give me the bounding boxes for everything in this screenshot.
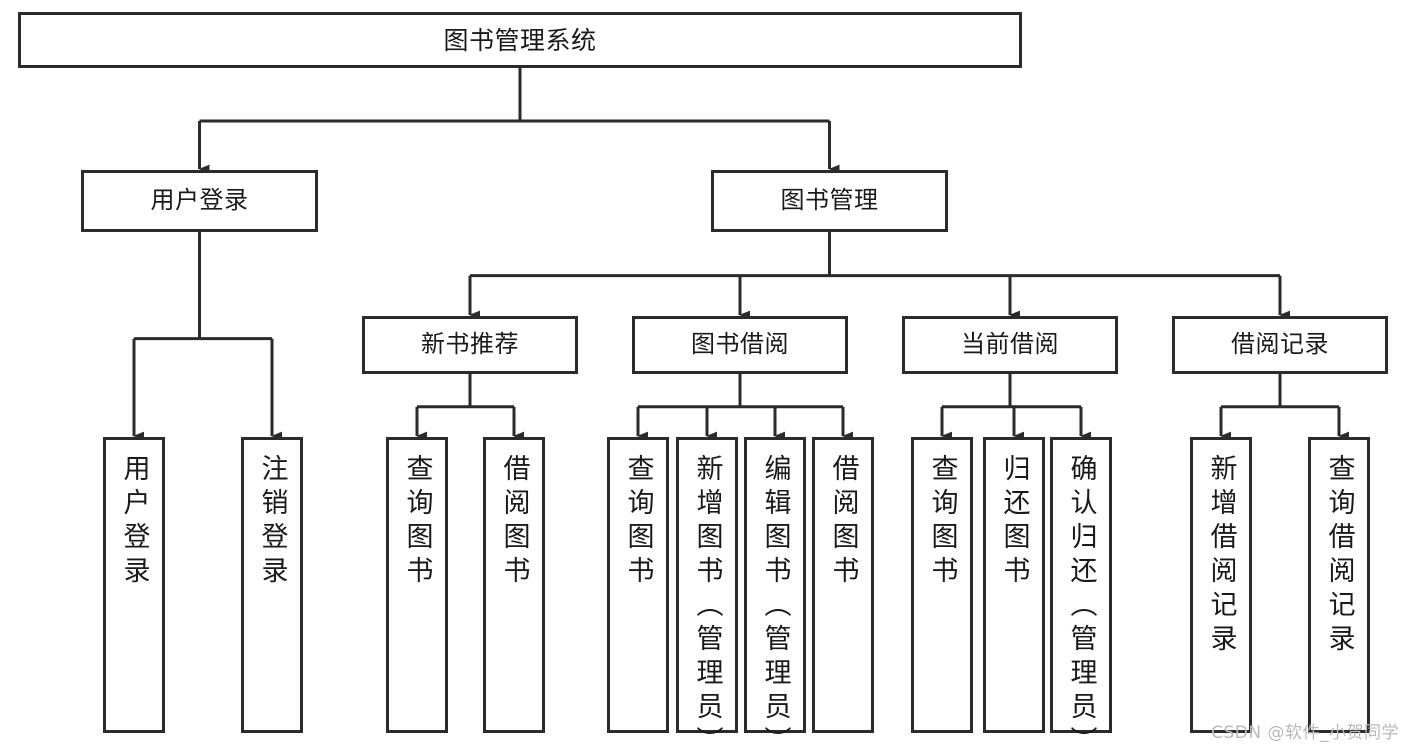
node-current[interactable]: 当前借阅: [902, 316, 1118, 374]
node-label: 新增借阅记录: [1205, 454, 1237, 658]
node-label: 图书管理: [780, 186, 879, 215]
node-leaf-cu-query[interactable]: 查询图书: [911, 437, 973, 733]
node-label: 归还图书: [998, 454, 1030, 590]
node-label: 用户登录: [118, 454, 150, 590]
node-leaf-bw-query[interactable]: 查询图书: [607, 437, 669, 733]
node-label: 图书借阅: [691, 330, 789, 359]
node-root[interactable]: 图书管理系统: [18, 12, 1022, 68]
node-label: 新增图书（管理员）: [691, 454, 723, 747]
node-label: 编辑图书（管理员）: [759, 454, 791, 747]
node-leaf-nb-query[interactable]: 查询图书: [386, 437, 448, 733]
node-label: 确认归还（管理员）: [1065, 454, 1097, 747]
node-leaf-rc-query[interactable]: 查询借阅记录: [1308, 437, 1370, 733]
node-leaf-rc-add[interactable]: 新增借阅记录: [1190, 437, 1252, 733]
node-label: 查询借阅记录: [1323, 454, 1355, 658]
node-label: 图书管理系统: [443, 25, 597, 55]
node-label: 借阅图书: [498, 454, 530, 590]
node-borrow[interactable]: 图书借阅: [632, 316, 848, 374]
node-label: 注销登录: [256, 454, 288, 590]
node-leaf-bw-edit[interactable]: 编辑图书（管理员）: [744, 437, 806, 747]
node-leaf-cu-return[interactable]: 归还图书: [983, 437, 1045, 733]
node-leaf-nb-borrow[interactable]: 借阅图书: [483, 437, 545, 733]
node-label: 借阅记录: [1231, 330, 1329, 359]
node-leaf-bw-borrow[interactable]: 借阅图书: [812, 437, 874, 733]
node-leaf-user-login[interactable]: 用户登录: [103, 437, 165, 733]
node-label: 当前借阅: [961, 330, 1059, 359]
watermark: CSDN @软件_小贺同学: [1211, 723, 1399, 743]
node-leaf-cu-confirm[interactable]: 确认归还（管理员）: [1050, 437, 1112, 747]
node-leaf-user-logout[interactable]: 注销登录: [241, 437, 303, 733]
node-label: 借阅图书: [827, 454, 859, 590]
node-label: 用户登录: [150, 186, 249, 215]
node-bookmgmt[interactable]: 图书管理: [711, 170, 948, 232]
node-login[interactable]: 用户登录: [81, 170, 318, 232]
node-newbook[interactable]: 新书推荐: [362, 316, 578, 374]
node-label: 新书推荐: [421, 330, 519, 359]
node-label: 查询图书: [926, 454, 958, 590]
node-label: 查询图书: [622, 454, 654, 590]
node-leaf-bw-add[interactable]: 新增图书（管理员）: [676, 437, 738, 747]
node-label: 查询图书: [401, 454, 433, 590]
node-records[interactable]: 借阅记录: [1172, 316, 1388, 374]
